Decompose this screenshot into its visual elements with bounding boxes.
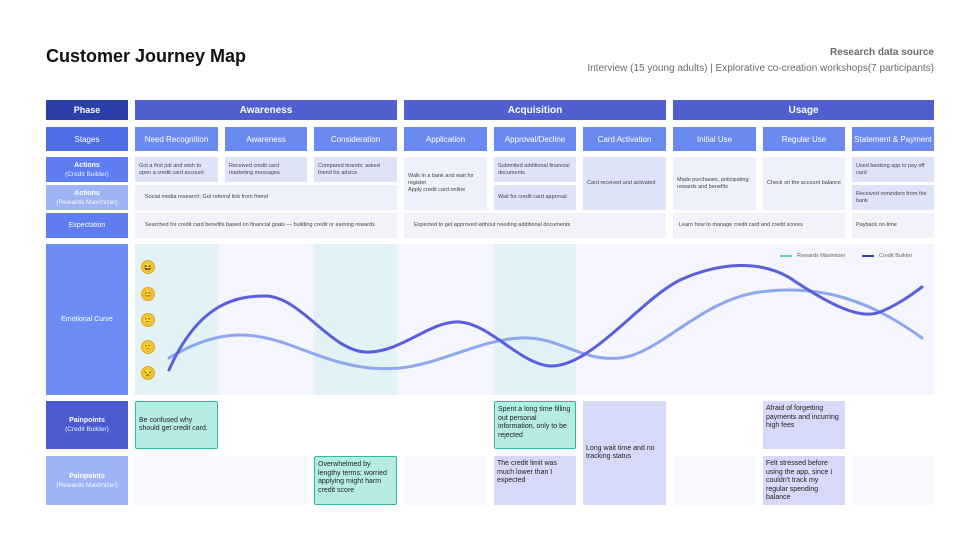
- stage-awareness: Awareness: [225, 127, 307, 151]
- actions-cb-subtitle: (Credit Builder): [65, 170, 109, 178]
- unhappy-face-icon: 😒: [141, 366, 155, 380]
- actions-rewards-maximizer-label: Actions (Rewards Maximizer): [46, 185, 128, 210]
- legend-rewards-maximizer: Rewards Maximizer: [780, 253, 845, 259]
- actions-cb-title: Actions: [74, 161, 100, 169]
- action-cb-need-recognition: Got a first job and wish to open a credi…: [135, 157, 218, 182]
- actions-rm-subtitle: (Rewards Maximizer): [56, 198, 118, 206]
- legend-cb-swatch: [862, 255, 874, 257]
- painpoint-rm-consideration: Overwhelmed by lengthy terms; worried ap…: [314, 456, 397, 505]
- expectation-row-label: Expectation: [46, 213, 128, 238]
- painpoint-rm-regular-use: Felt stressed before using the app, sinc…: [763, 456, 845, 505]
- stage-need-recognition: Need Recognition: [135, 127, 218, 151]
- stage-regular-use: Regular Use: [763, 127, 845, 151]
- stage-statement-payment: Statement & Payment: [852, 127, 934, 151]
- actions-rm-title: Actions: [74, 189, 100, 197]
- painpoint-rm-empty-statement: [852, 456, 934, 505]
- stages-row-label: Stages: [46, 127, 128, 151]
- action-cb-awareness: Received credit card marketing messages: [225, 157, 307, 182]
- rewards-maximizer-curve: [167, 288, 924, 371]
- research-source-label: Research data source: [830, 47, 934, 58]
- research-source-text: Interview (15 young adults) | Explorativ…: [587, 63, 934, 74]
- action-cb-consideration: Compared brands; asked friend for advice: [314, 157, 397, 182]
- painpoints-rewards-maximizer-label: Painpoints (Rewards Maximizer): [46, 456, 128, 505]
- stage-initial-use: Initial Use: [673, 127, 756, 151]
- expectation-awareness: Searched for credit card benefits based …: [135, 213, 397, 238]
- phase-acquisition: Acquisition: [404, 100, 666, 120]
- emotional-curve-label: Emotional Curve: [46, 244, 128, 395]
- painpoint-rm-empty-awareness: [135, 456, 307, 505]
- phase-awareness: Awareness: [135, 100, 397, 120]
- credit-builder-curve: [167, 263, 924, 372]
- painpoint-rm-empty-initial-use: [673, 456, 756, 505]
- pain-rm-title: Painpoints: [69, 472, 105, 480]
- painpoint-card-activation: Long wait time and no tracking status: [583, 401, 666, 505]
- stage-consideration: Consideration: [314, 127, 397, 151]
- action-rm-awareness-phase: Social media research; Got referral link…: [135, 185, 397, 210]
- painpoint-rm-empty-application: [404, 456, 487, 505]
- pain-rm-subtitle: (Rewards Maximizer): [56, 481, 118, 489]
- action-rm-statement: Received reminders from the bank: [852, 185, 934, 210]
- painpoint-cb-regular-use: Afraid of forgetting payments and incurr…: [763, 401, 845, 449]
- action-application: Walk in a bank and wait for register App…: [404, 157, 487, 210]
- phase-usage: Usage: [673, 100, 934, 120]
- pain-cb-title: Painpoints: [69, 417, 105, 424]
- very-happy-face-icon: 😆: [141, 260, 155, 274]
- expectation-usage: Learn how to manage credit card and cred…: [673, 213, 845, 238]
- action-cb-statement: Used banking app to pay off card: [852, 157, 934, 182]
- painpoint-cb-approval: Spent a long time filling out personal i…: [494, 401, 576, 449]
- action-rm-approval: Wait for credit card approval: [494, 185, 576, 210]
- stage-approval-decline: Approval/Decline: [494, 127, 576, 151]
- legend-credit-builder: Credit Builder: [862, 253, 912, 259]
- painpoints-credit-builder-label: Painpoints (Credit Builder): [46, 401, 128, 449]
- expectation-acquisition: Expected to get approved without needing…: [404, 213, 666, 238]
- legend-cb-label: Credit Builder: [879, 253, 913, 259]
- phase-row-label: Phase: [46, 100, 128, 120]
- highlight-approval: [494, 244, 576, 395]
- painpoint-cb-need-recognition: Be confused why should get credit card.: [135, 401, 218, 449]
- pain-cb-subtitle: (Credit Builder): [65, 426, 109, 433]
- actions-credit-builder-label: Actions (Credit Builder): [46, 157, 128, 182]
- action-regular-use: Check on the account balance: [763, 157, 845, 210]
- legend-rm-swatch: [780, 255, 792, 257]
- action-cb-approval: Submitted additional financial documents: [494, 157, 576, 182]
- stage-application: Application: [404, 127, 487, 151]
- legend-rm-label: Rewards Maximizer: [797, 253, 846, 259]
- painpoint-rm-approval: The credit limit was much lower than I e…: [494, 456, 576, 505]
- sad-face-icon: 🙁: [141, 340, 155, 354]
- expectation-payment: Payback on-time: [852, 213, 934, 238]
- stage-card-activation: Card Activation: [583, 127, 666, 151]
- happy-face-icon: 😊: [141, 287, 155, 301]
- page-title: Customer Journey Map: [46, 46, 247, 66]
- neutral-face-icon: 🙂: [141, 313, 155, 327]
- action-card-activation: Card received and activated: [583, 157, 666, 210]
- action-initial-use: Made purchases, anticipating rewards and…: [673, 157, 756, 210]
